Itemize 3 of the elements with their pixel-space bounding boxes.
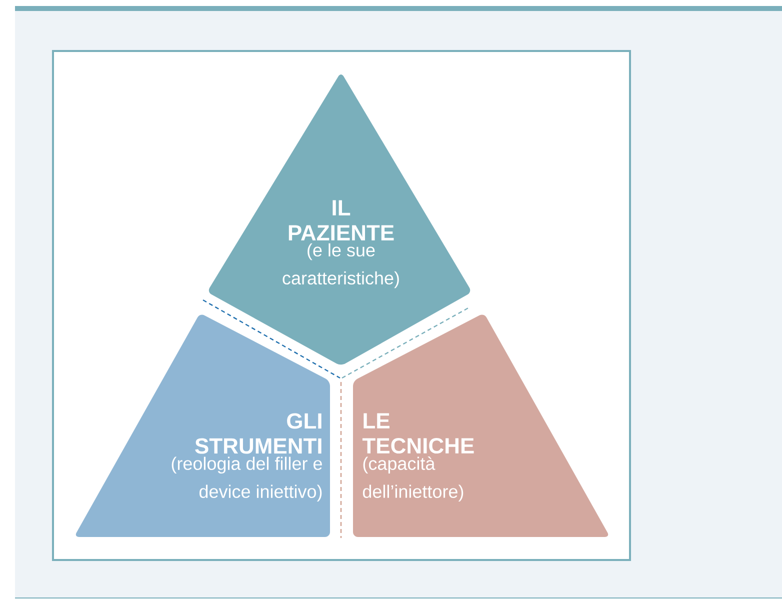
pyramid-segment: GLI STRUMENTI (reologia del filler e device iniettivo) (76, 314, 330, 537)
pyramid-segment: IL PAZIENTE (e le sue caratteristiche) (208, 74, 470, 365)
pyramid-segment: LE TECNICHE (capacità dell’iniettore) (353, 314, 608, 537)
